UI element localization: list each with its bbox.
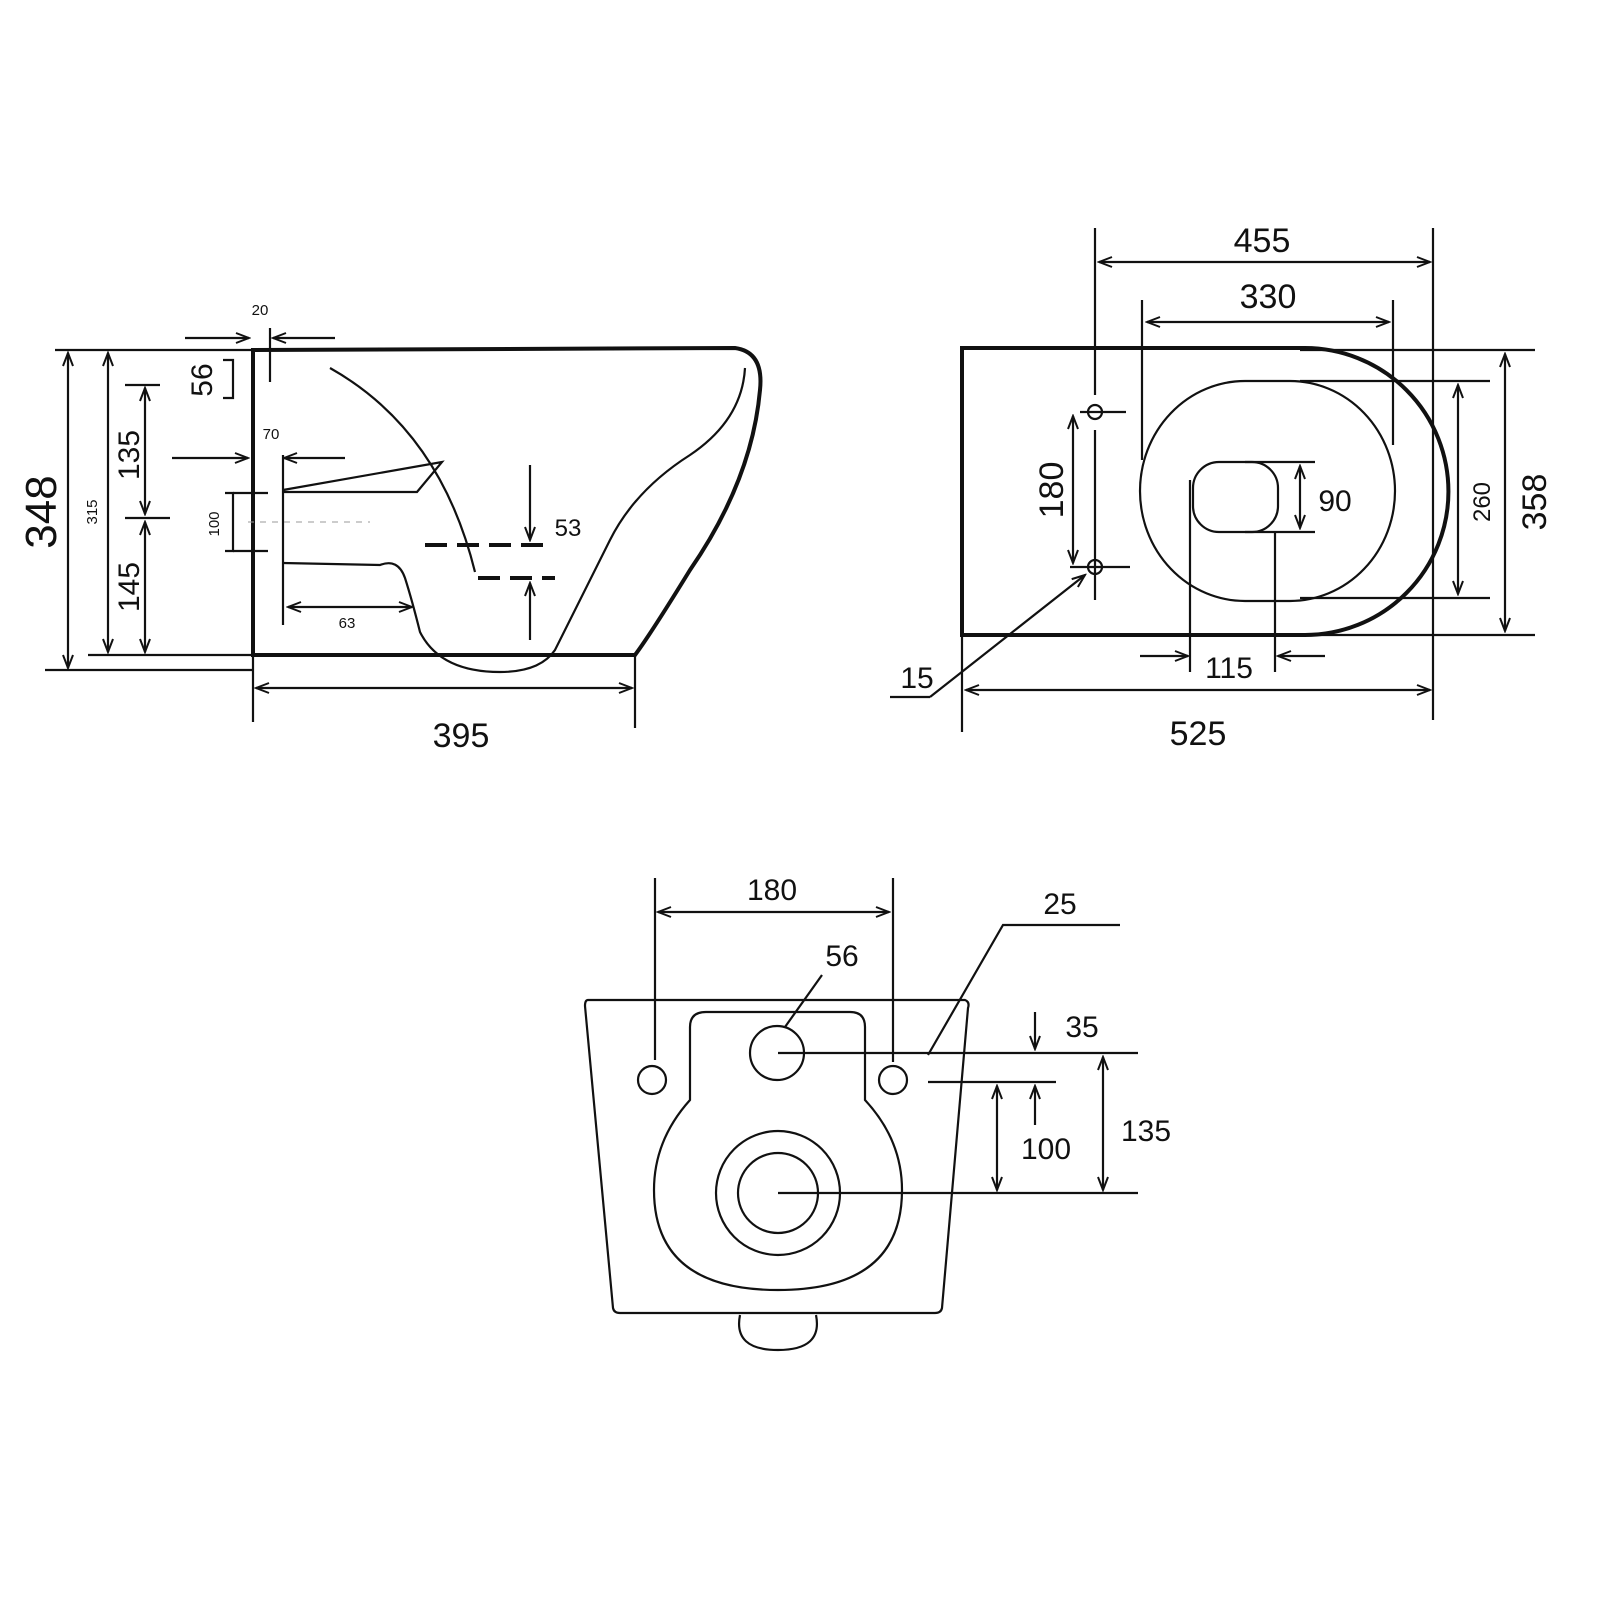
rear-view: 180 56 25 35 100 135 — [583, 874, 1171, 1352]
dim-53: 53 — [555, 515, 582, 542]
dim-145: 145 — [113, 562, 146, 612]
dim-260: 260 — [1469, 482, 1496, 522]
dim-56: 56 — [825, 940, 858, 973]
side-bowl-arc — [329, 367, 477, 573]
dim-length-525: 525 — [1170, 715, 1227, 753]
top-view: 455 330 358 260 90 180 15 115 525 — [890, 222, 1554, 753]
rear-outline — [583, 998, 970, 1315]
dim-358: 358 — [1516, 474, 1554, 531]
dim-330: 330 — [1240, 278, 1297, 316]
dim-20: 20 — [252, 302, 269, 319]
fixing-hole-left — [636, 1064, 668, 1096]
dim-135: 135 — [113, 430, 146, 480]
dim-90: 90 — [1318, 485, 1351, 518]
side-inner-rim — [282, 367, 747, 674]
dim-455: 455 — [1234, 222, 1291, 260]
dim-25: 25 — [1043, 888, 1076, 921]
dim-length-395: 395 — [433, 717, 490, 755]
dim-180: 180 — [747, 874, 797, 907]
dim-135: 135 — [1121, 1115, 1171, 1148]
dim-63: 63 — [339, 615, 356, 632]
dim-100: 100 — [206, 511, 223, 536]
dim-180: 180 — [1033, 462, 1071, 519]
seat-opening — [1138, 379, 1397, 603]
dim-100: 100 — [1021, 1133, 1071, 1166]
dim-35: 35 — [1065, 1011, 1098, 1044]
top-outline — [960, 346, 1451, 637]
side-inlet — [282, 460, 445, 494]
side-outline — [251, 345, 763, 657]
dim-height-inner: 315 — [84, 499, 101, 524]
dim-56: 56 — [186, 363, 219, 396]
rear-bottom-lug — [737, 1314, 819, 1352]
rear-inner-profile — [652, 1010, 904, 1292]
dim-70: 70 — [263, 426, 280, 443]
side-view: 348 315 135 145 56 20 70 100 63 53 395 — [17, 302, 763, 755]
fixing-hole-right — [877, 1064, 909, 1096]
dim-115: 115 — [1205, 652, 1253, 685]
dim-height-total: 348 — [17, 475, 66, 548]
outlet-opening — [1191, 460, 1280, 534]
dim-15: 15 — [900, 662, 933, 695]
